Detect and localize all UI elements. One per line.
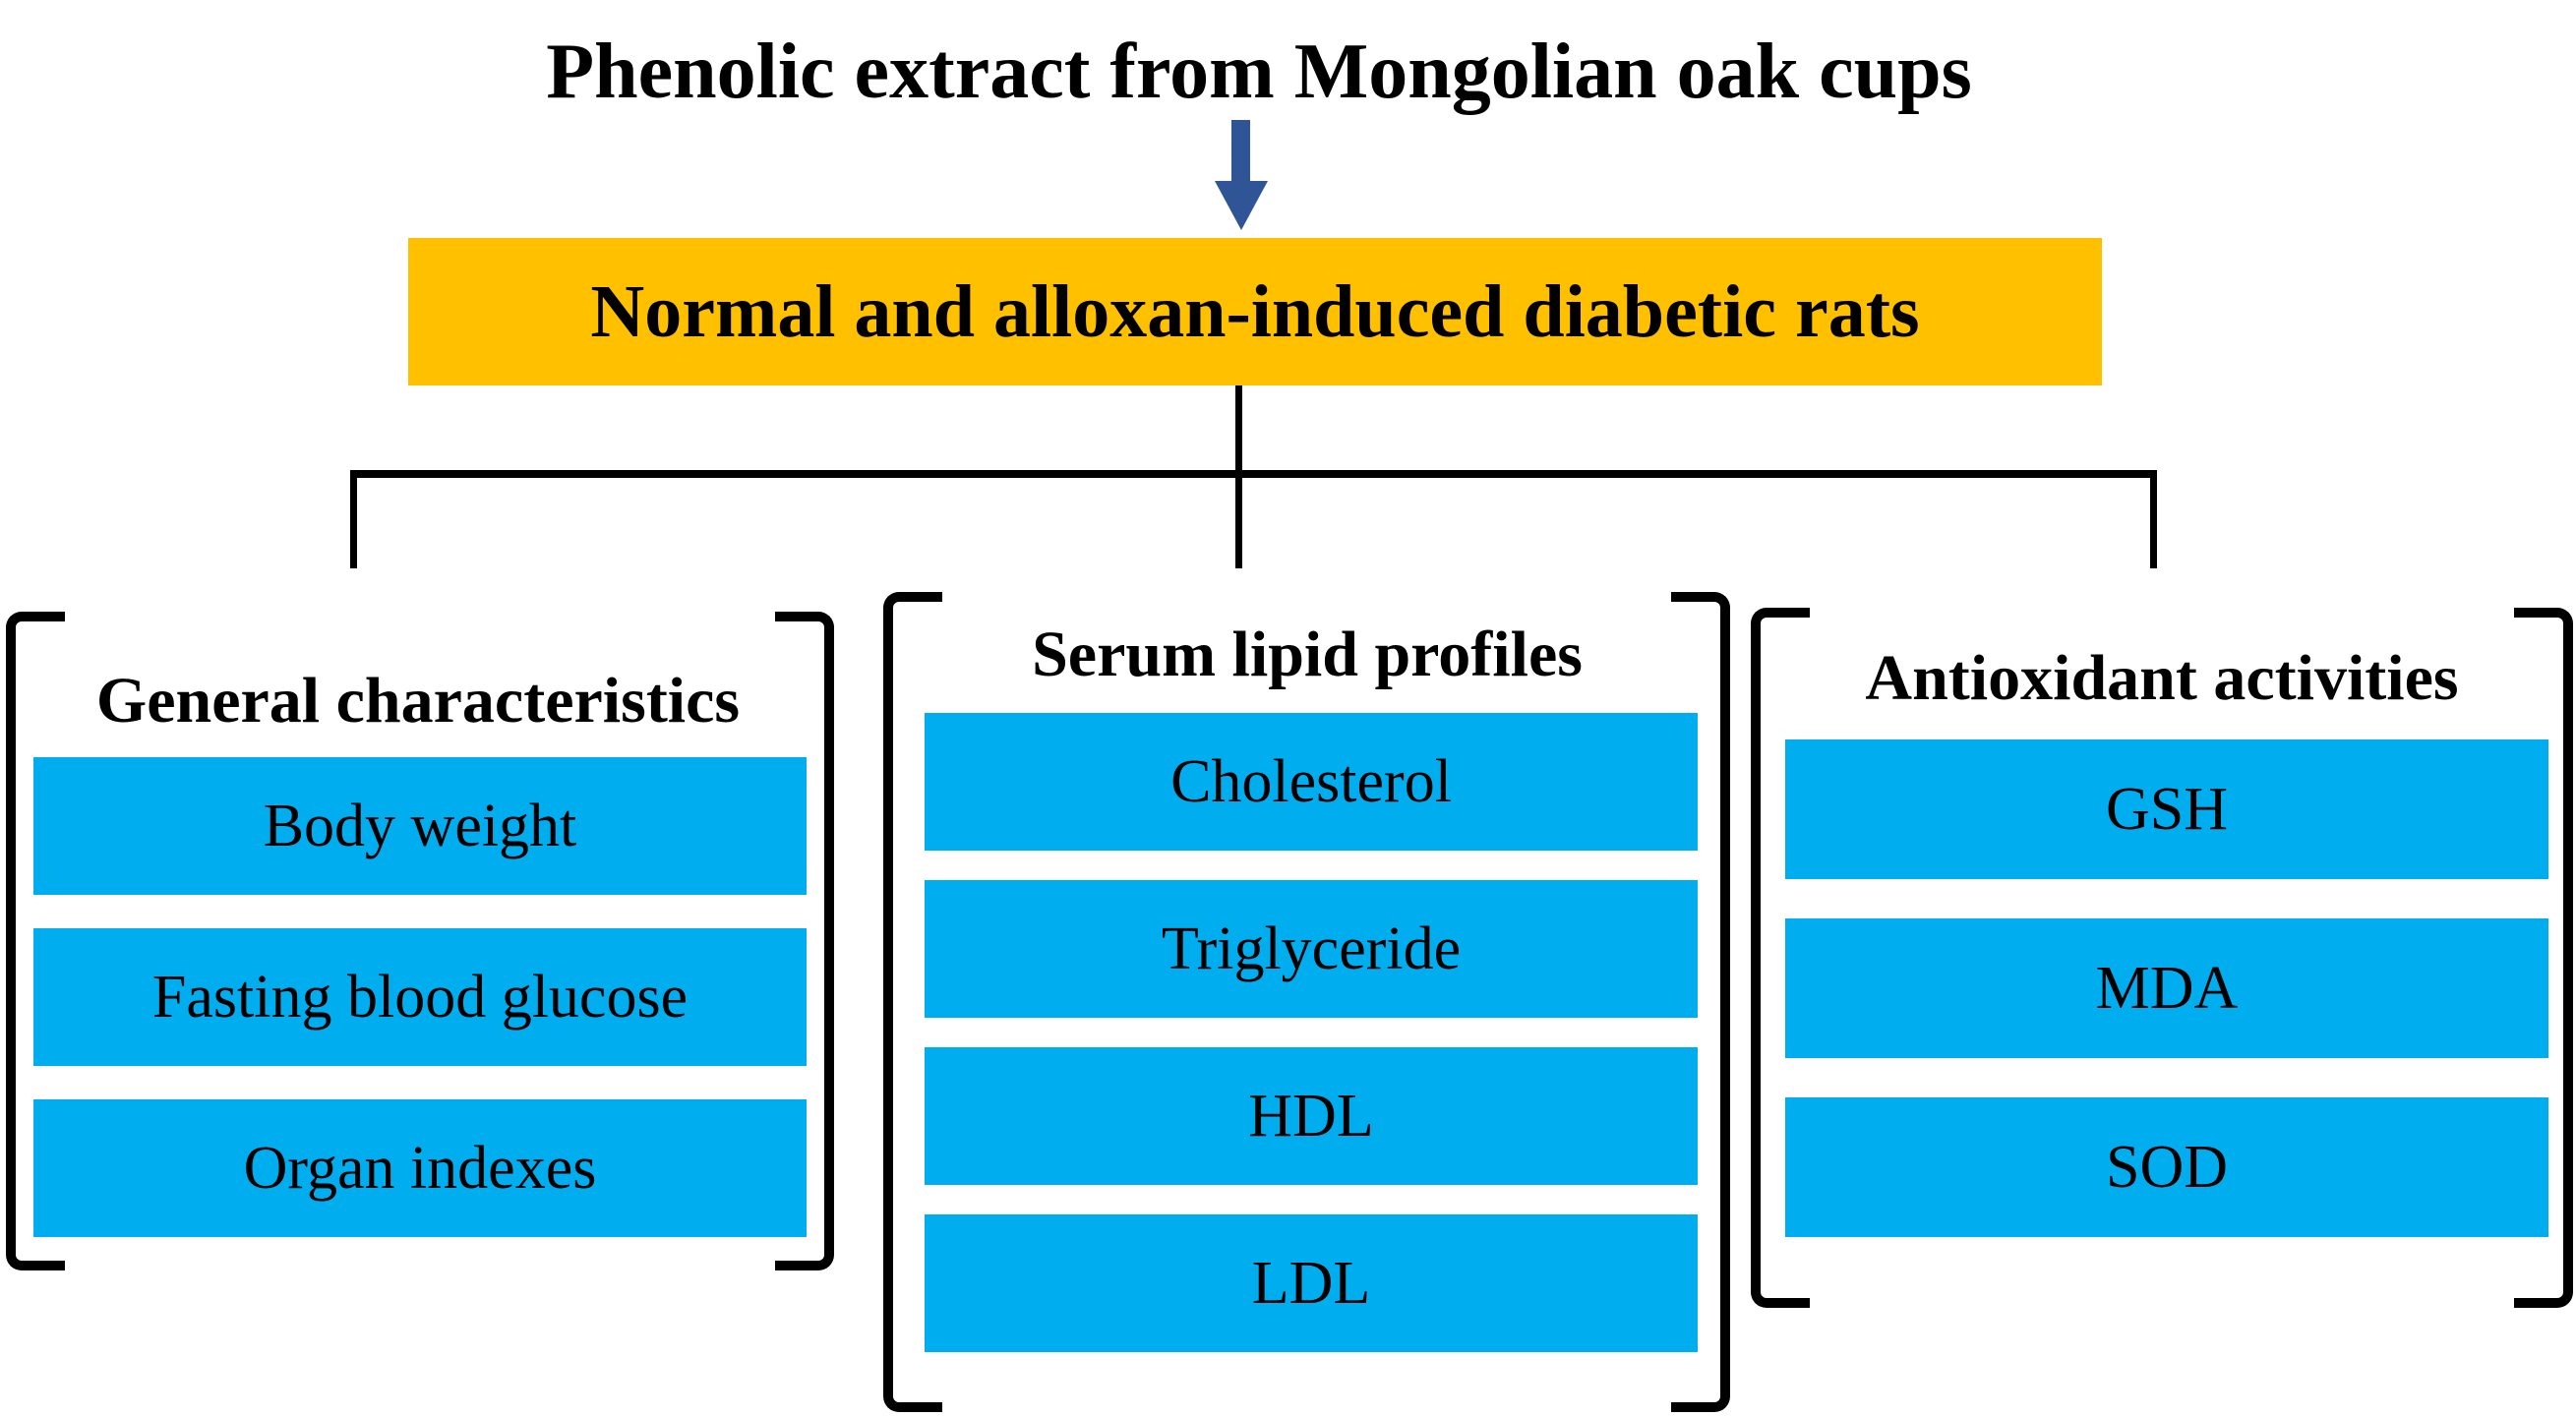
node-mda: MDA — [1785, 918, 2548, 1058]
down-arrow-head — [1215, 181, 1268, 230]
node-triglyceride: Triglyceride — [925, 880, 1698, 1018]
right-bracket-icon — [775, 612, 834, 1270]
node-cholesterol: Cholesterol — [925, 713, 1698, 851]
column-header-general: General characteristics — [95, 664, 741, 737]
down-arrow-shaft — [1231, 120, 1250, 183]
connector-horizontal — [350, 470, 2157, 478]
page-title: Phenolic extract from Mongolian oak cups — [546, 29, 1972, 115]
node-gsh: GSH — [1785, 739, 2548, 879]
node-body-weight: Body weight — [33, 757, 807, 895]
connector-drop-middle — [1235, 470, 1242, 568]
root-node: Normal and alloxan-induced diabetic rats — [408, 238, 2102, 385]
column-header-antioxidant: Antioxidant activities — [1865, 641, 2459, 714]
connector-drop-right — [2150, 470, 2157, 568]
column-header-serum: Serum lipid profiles — [1032, 618, 1583, 690]
node-organ-indexes: Organ indexes — [33, 1099, 807, 1237]
right-bracket-icon — [1671, 592, 1730, 1412]
connector-stem — [1235, 385, 1242, 472]
connector-drop-left — [350, 470, 357, 568]
node-ldl: LDL — [925, 1214, 1698, 1352]
left-bracket-icon — [883, 592, 942, 1412]
left-bracket-icon — [6, 612, 65, 1270]
left-bracket-icon — [1751, 608, 1810, 1308]
node-hdl: HDL — [925, 1047, 1698, 1185]
node-sod: SOD — [1785, 1097, 2548, 1237]
right-bracket-icon — [2514, 608, 2573, 1308]
node-fasting-blood-glucose: Fasting blood glucose — [33, 928, 807, 1066]
